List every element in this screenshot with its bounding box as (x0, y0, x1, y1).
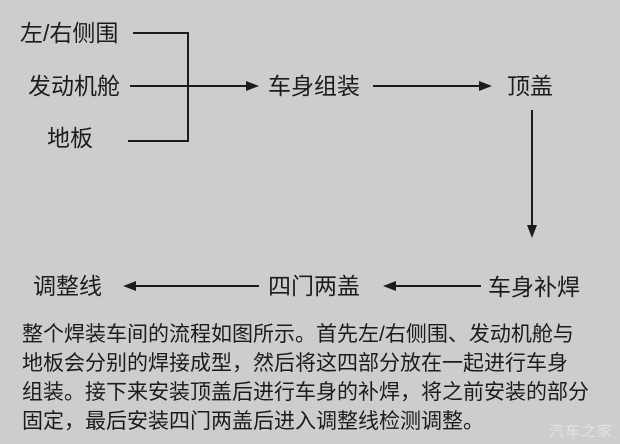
node-side-panels: 左/右侧围 (20, 20, 119, 46)
node-engine-bay: 发动机舱 (28, 73, 120, 99)
autohome-watermark: 汽车之家 (548, 423, 613, 440)
arrowhead-roof-to-weld (527, 225, 537, 238)
arrowhead-weld-to-doors (383, 281, 396, 291)
arrowhead-to-body-assembly (246, 81, 259, 91)
node-body-repair-weld: 车身补焊 (488, 274, 580, 300)
process-description-text: 整个焊装车间的流程如图所示。首先左/右侧围、发动机舱与 地板会分别的焊接成型，然… (22, 323, 589, 433)
arrowhead-assembly-to-roof (479, 81, 492, 91)
arrowhead-doors-to-adjust (123, 281, 136, 291)
node-roof-cover: 顶盖 (507, 73, 553, 99)
node-adjustment-line: 调整线 (33, 273, 102, 299)
node-four-doors-two-covers: 四门两盖 (268, 273, 360, 299)
node-body-assembly: 车身组装 (268, 73, 360, 99)
node-floor: 地板 (47, 125, 93, 151)
